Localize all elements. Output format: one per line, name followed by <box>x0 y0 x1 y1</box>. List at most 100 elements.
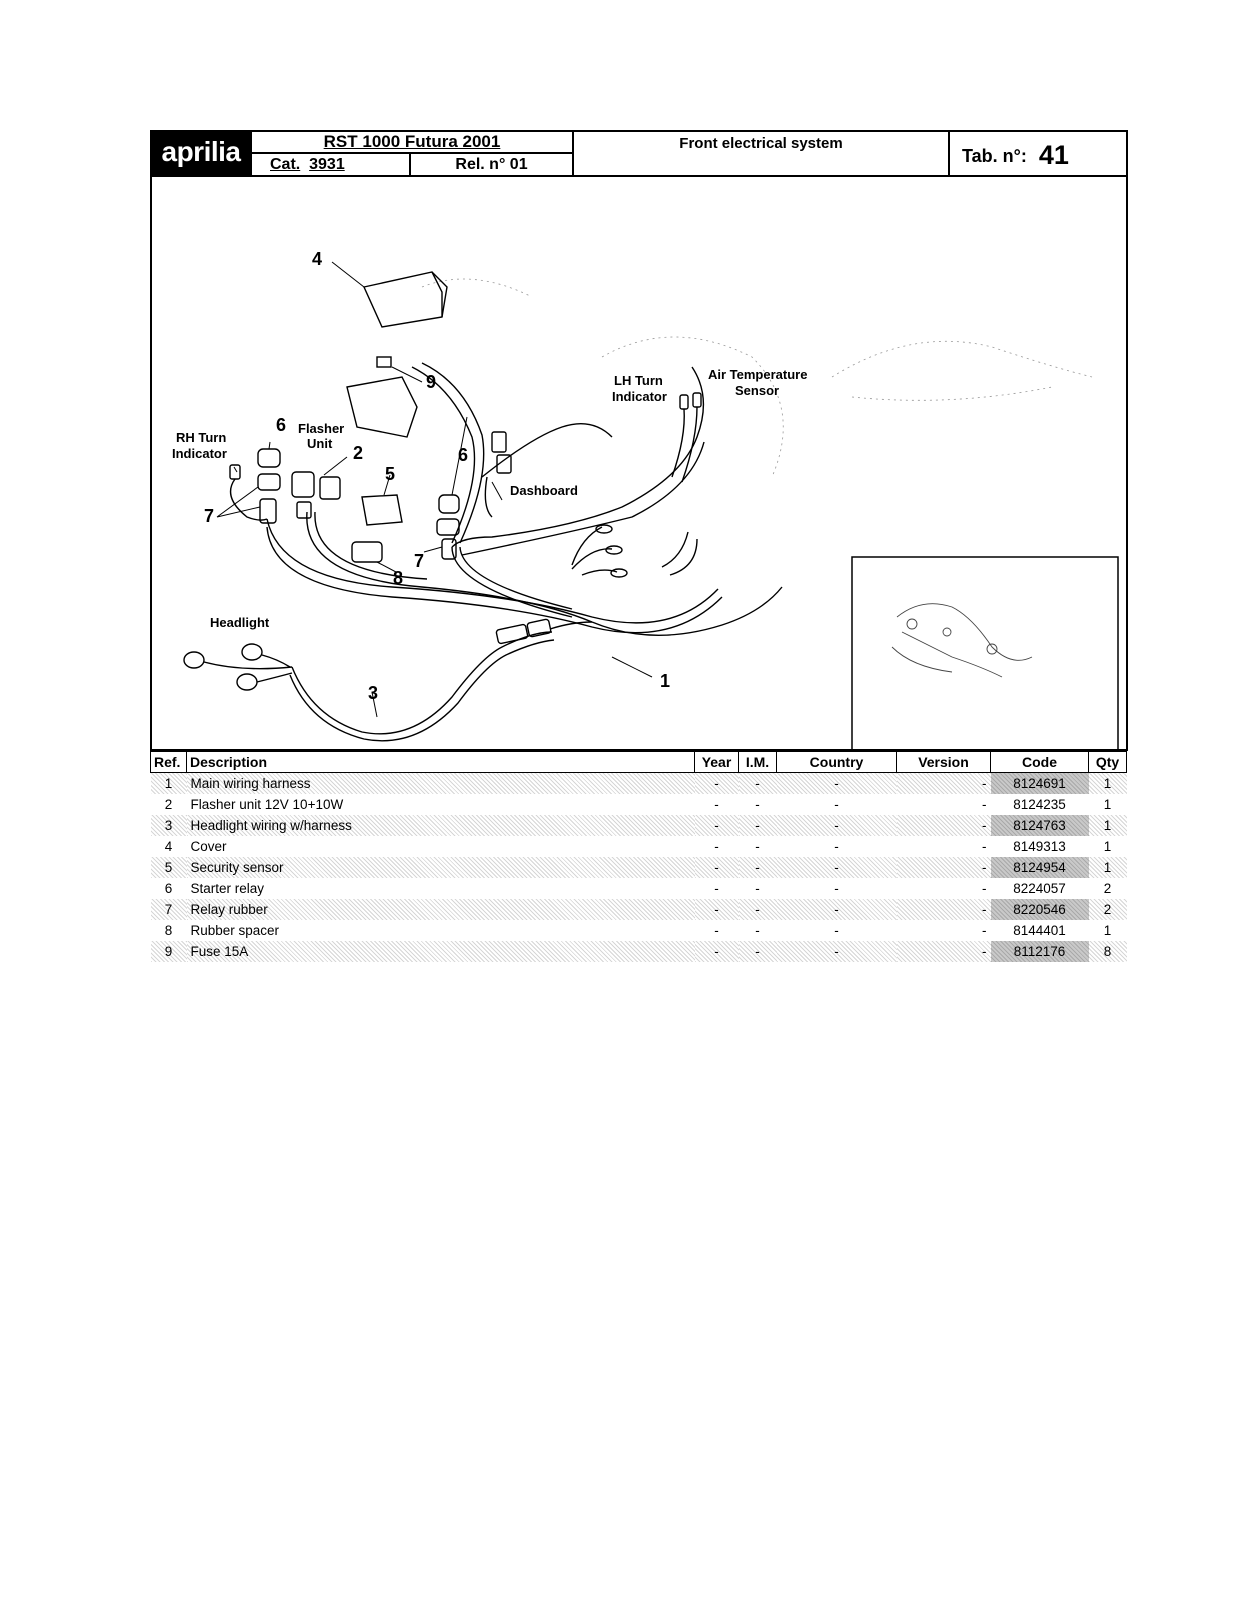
cell-year: - <box>714 923 719 938</box>
parts-sheet: aprilia RST 1000 Futura 2001 Cat. 3931 R… <box>150 130 1128 962</box>
cell-ref: 7 <box>150 899 187 920</box>
tab-label: Tab. n°: <box>962 146 1027 166</box>
callout-6a: 6 <box>276 415 286 435</box>
cell-code: 8124954 <box>990 857 1089 878</box>
cell-version: - <box>896 772 991 794</box>
cell-year: - <box>714 797 719 812</box>
cell-version: - <box>982 923 987 938</box>
cell-code: 8124235 <box>1013 797 1066 812</box>
callout-3: 3 <box>368 683 378 703</box>
cell-qty: 1 <box>1103 839 1112 854</box>
col-description: Description <box>186 751 695 773</box>
cell-code: 8124691 <box>990 772 1089 794</box>
col-year: Year <box>694 751 739 773</box>
frame-outline-sketch <box>421 278 1093 478</box>
cell-code: 8124763 <box>990 815 1089 836</box>
cell-country: - <box>834 881 839 896</box>
fuse-part <box>376 356 392 368</box>
cell-im: - <box>738 772 777 794</box>
cell-qty: 1 <box>1088 772 1127 794</box>
starter-relay-parts <box>257 448 460 560</box>
inset-detail-box <box>851 556 1119 749</box>
cell-ref: 9 <box>150 941 187 962</box>
rubber-spacer-part <box>351 541 383 563</box>
cell-ref: 5 <box>150 857 187 878</box>
tab-number: 41 <box>1038 140 1069 170</box>
cell-year: - <box>714 881 719 896</box>
cell-ref: 6 <box>164 881 173 896</box>
exploded-diagram: RH Turn Indicator Flasher Unit LH Turn I… <box>150 177 1128 751</box>
catalog-number: 3931 <box>309 156 345 173</box>
cell-version: - <box>982 839 987 854</box>
leader-lines <box>216 261 653 718</box>
cell-im: - <box>755 881 760 896</box>
cell-country: - <box>776 941 897 962</box>
cell-description: Rubber spacer <box>190 923 280 938</box>
cell-im: - <box>738 815 777 836</box>
dashboard-label: Dashboard <box>510 483 578 498</box>
cell-im: - <box>738 899 777 920</box>
catalog-cell: Cat. 3931 <box>250 154 411 175</box>
cell-year: - <box>694 772 739 794</box>
callout-4: 4 <box>312 249 322 269</box>
security-sensor-part <box>361 494 403 526</box>
cell-code: 8144401 <box>1013 923 1066 938</box>
cell-im: - <box>738 857 777 878</box>
cell-country: - <box>834 839 839 854</box>
cell-qty: 2 <box>1103 881 1112 896</box>
cell-year: - <box>714 839 719 854</box>
cell-qty: 8 <box>1088 941 1127 962</box>
release-cell: Rel. n° 01 <box>455 156 528 173</box>
cell-qty: 1 <box>1103 797 1112 812</box>
cell-qty: 1 <box>1088 857 1127 878</box>
cell-ref: 2 <box>164 797 173 812</box>
parts-table: Ref. Description Year I.M. Country Versi… <box>150 751 1127 962</box>
callout-7a: 7 <box>204 506 214 526</box>
flasher-unit-part <box>291 471 341 519</box>
callout-2: 2 <box>353 443 363 463</box>
cell-code: 8220546 <box>990 899 1089 920</box>
tab-cell: Tab. n°: 41 <box>950 132 1126 175</box>
cell-qty: 2 <box>1088 899 1127 920</box>
cell-qty: 1 <box>1088 815 1127 836</box>
cell-version: - <box>896 815 991 836</box>
callout-7b: 7 <box>414 551 424 571</box>
cell-description: Headlight wiring w/harness <box>186 815 695 836</box>
cell-version: - <box>896 857 991 878</box>
lh-turn-label-1: LH Turn <box>614 373 663 388</box>
cell-description: Cover <box>190 839 227 854</box>
flasher-label-2: Unit <box>307 436 333 451</box>
cell-country: - <box>776 815 897 836</box>
main-wiring-harness <box>266 362 783 636</box>
cover-part <box>363 271 448 328</box>
rh-turn-label-1: RH Turn <box>176 430 226 445</box>
cell-im: - <box>738 941 777 962</box>
cell-description: Main wiring harness <box>186 772 695 794</box>
cell-year: - <box>694 899 739 920</box>
table-header-row: Ref. Description Year I.M. Country Versi… <box>150 751 1127 773</box>
cell-year: - <box>694 941 739 962</box>
col-im: I.M. <box>738 751 777 773</box>
cell-im: - <box>755 839 760 854</box>
cell-description: Relay rubber <box>186 899 695 920</box>
cell-country: - <box>776 857 897 878</box>
cell-version: - <box>896 899 991 920</box>
cell-country: - <box>834 797 839 812</box>
wiring-diagram: RH Turn Indicator Flasher Unit LH Turn I… <box>172 249 1119 749</box>
cell-ref: 8 <box>164 923 173 938</box>
cell-description: Security sensor <box>186 857 695 878</box>
lh-turn-connector <box>671 392 702 483</box>
brand-logo: aprilia <box>152 132 250 175</box>
cell-im: - <box>755 797 760 812</box>
cell-country: - <box>776 772 897 794</box>
cell-description: Flasher unit 12V 10+10W <box>190 797 344 812</box>
inset-detail-sketch <box>891 603 1033 678</box>
rh-turn-wire <box>229 478 268 521</box>
cell-code: 8149313 <box>1013 839 1066 854</box>
air-temp-label-2: Sensor <box>735 383 779 398</box>
